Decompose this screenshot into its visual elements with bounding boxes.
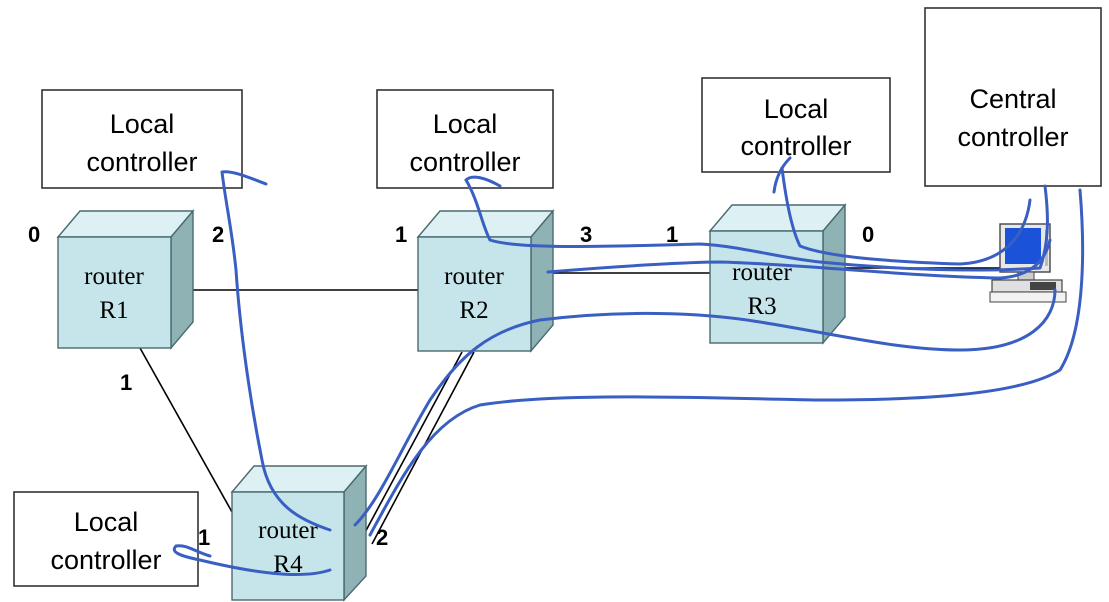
router-r3: router R3 [708,203,847,345]
computer-icon [989,223,1067,303]
local-controller-r1-line1: Local [110,109,175,139]
port-r1-right: 2 [212,222,224,247]
local-controller-r2-line2: controller [409,147,520,177]
ink-r3-local-hook [772,156,792,194]
hand-drawn-annotations [172,156,1085,577]
ink-r2-local-hook [464,175,502,188]
local-controller-r2: Local controller [376,89,554,189]
ink-r2-to-central [464,178,1049,272]
local-controller-r1: Local controller [41,89,243,189]
link-r2-r4-a [361,351,463,539]
router-r1: router R1 [56,209,195,350]
port-r1-left: 0 [28,222,40,247]
port-r4-left: 1 [198,525,210,550]
ink-r3-to-central [780,166,1032,266]
ink-r4-to-local-controller-r1 [220,170,332,532]
local-controller-r3-line2: controller [740,131,851,161]
ink-r2-to-r3-central [546,238,1052,280]
router-r3-line2: R3 [747,293,776,320]
router-r2-line2: R2 [459,297,488,324]
local-controller-r4-line2: controller [50,545,161,575]
port-r2-right: 3 [580,222,592,247]
central-controller-line2: controller [957,122,1068,152]
router-r1-line2: R1 [99,297,128,324]
local-controller-r3: Local controller [701,77,891,173]
port-r4-right: 2 [376,525,388,550]
local-controller-r1-line2: controller [86,147,197,177]
router-r2-line1: router [444,263,504,290]
port-r2-left: 1 [395,222,407,247]
port-r3-right: 0 [862,222,874,247]
port-r3-left: 1 [666,222,678,247]
router-r1-line1: router [84,263,144,290]
link-r1-r4 [139,347,233,513]
local-controller-r3-line1: Local [764,94,829,124]
central-controller: Central controller [924,7,1102,187]
central-controller-line1: Central [969,84,1056,114]
ink-r4-to-central-a [353,288,1057,527]
router-r4: router R4 [230,464,368,602]
local-controller-r4-line1: Local [74,507,139,537]
local-controller-r4: Local controller [13,491,199,587]
port-labels: 0 2 1 1 3 1 0 1 2 [28,222,874,550]
local-controller-r2-line1: Local [433,109,498,139]
ink-r4-to-local-controller-r4 [172,544,332,577]
port-r1-bottom: 1 [120,370,132,395]
ink-r4-to-central-b [368,188,1085,537]
